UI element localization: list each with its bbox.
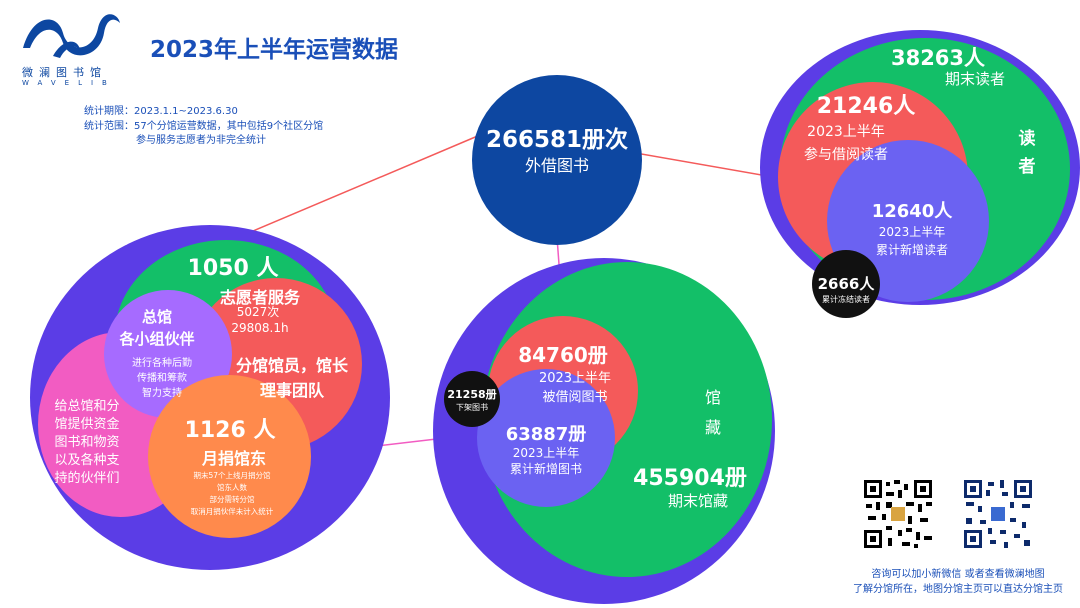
support-line-4: 以及各种支 bbox=[54, 453, 120, 468]
collection-side-label-1: 馆 bbox=[704, 388, 722, 407]
readers-frozen-value: 2666人 bbox=[817, 275, 875, 293]
collection-removed-label: 下架图书 bbox=[456, 403, 488, 412]
donor-note-2: 馆东人数 bbox=[217, 483, 247, 492]
readers-borrow-label-1: 2023上半年 bbox=[807, 124, 885, 140]
qr-code-icon bbox=[862, 478, 934, 550]
group-desc-1: 进行各种后勤 bbox=[132, 358, 192, 369]
donor-note-4: 取消月捐伙伴未计入统计 bbox=[190, 507, 274, 516]
support-line-5: 持的伙伴们 bbox=[54, 471, 120, 486]
readers-side-label-1: 读 bbox=[1018, 129, 1036, 149]
readers-new-label-2: 累计新增读者 bbox=[875, 243, 949, 257]
volunteer-value: 1050 人 bbox=[187, 256, 279, 281]
qr-code-icon bbox=[962, 478, 1034, 550]
connector-center-partners bbox=[219, 134, 481, 246]
center-loans-label: 外借图书 bbox=[524, 156, 590, 175]
support-line-1: 给总馆和分 bbox=[54, 399, 120, 414]
staff-label-1: 分馆馆员，馆长 bbox=[235, 356, 349, 375]
volunteer-count: 5027次 bbox=[236, 305, 280, 319]
volunteer-hours: 29808.1h bbox=[231, 321, 289, 335]
scope-text: 统计范围：57个分馆运营数据，其中包括9个社区分馆 bbox=[84, 121, 324, 132]
logo-text: 微澜图书馆 bbox=[22, 66, 107, 79]
collection-new-circle bbox=[477, 369, 615, 507]
readers-borrow-label-2: 参与借阅读者 bbox=[804, 147, 888, 163]
readers-new-value: 12640人 bbox=[871, 201, 953, 222]
readers-end-value: 38263人 bbox=[890, 46, 986, 70]
collection-borrowed-label-1: 2023上半年 bbox=[538, 371, 612, 386]
collection-end-label: 期末馆藏 bbox=[667, 492, 729, 510]
readers-frozen-circle bbox=[812, 250, 880, 318]
logo-subtext: WAVELIB bbox=[22, 79, 116, 87]
support-line-2: 馆提供资金 bbox=[54, 417, 120, 432]
readers-borrow-value: 21246人 bbox=[816, 94, 916, 119]
period-text: 统计期限：2023.1.1~2023.6.30 bbox=[84, 106, 238, 117]
collection-side-label-2: 藏 bbox=[704, 418, 722, 437]
footer-caption-2: 了解分馆所在，地图分馆主页可以直达分馆主页 bbox=[853, 584, 1063, 595]
partners-donor-circle bbox=[148, 375, 311, 538]
wave-logo-icon bbox=[23, 14, 120, 58]
readers-end-label: 期末读者 bbox=[944, 70, 1006, 88]
donor-value: 1126 人 bbox=[184, 418, 276, 443]
donor-note-1: 期末57个上线月捐分馆 bbox=[193, 471, 271, 480]
scope-note: 参与服务志愿者为非完全统计 bbox=[136, 135, 266, 146]
group-desc-3: 智力支持 bbox=[142, 388, 182, 399]
collection-borrowed-label-2: 被借阅图书 bbox=[542, 390, 608, 405]
center-loans-value: 266581册次 bbox=[485, 127, 629, 153]
collection-new-value: 63887册 bbox=[505, 424, 587, 445]
page-title: 2023年上半年运营数据 bbox=[150, 37, 399, 63]
readers-new-label-1: 2023上半年 bbox=[878, 225, 946, 239]
collection-new-label-1: 2023上半年 bbox=[512, 446, 580, 460]
wechat-qr-code bbox=[862, 478, 934, 550]
donor-note-3: 部分需转分馆 bbox=[209, 495, 255, 504]
readers-side-label-2: 者 bbox=[1018, 157, 1036, 177]
group-desc-2: 传播和筹款 bbox=[137, 373, 187, 384]
donor-title: 月捐馆东 bbox=[201, 449, 267, 468]
collection-removed-value: 21258册 bbox=[447, 388, 497, 401]
readers-frozen-label: 累计冻结读者 bbox=[822, 295, 870, 304]
collection-removed-circle bbox=[444, 371, 500, 427]
collection-new-label-2: 累计新增图书 bbox=[509, 462, 583, 476]
group-title-2: 各小组伙伴 bbox=[119, 330, 195, 348]
group-title-1: 总馆 bbox=[141, 308, 173, 326]
map-qr-code bbox=[962, 478, 1034, 550]
footer-caption-1: 咨询可以加小新微信 或者查看微澜地图 bbox=[871, 569, 1045, 580]
collection-end-value: 455904册 bbox=[633, 466, 747, 491]
staff-label-2: 理事团队 bbox=[259, 381, 325, 400]
center-loans-circle bbox=[472, 75, 642, 245]
support-line-3: 图书和物资 bbox=[54, 435, 120, 450]
volunteer-title: 志愿者服务 bbox=[219, 288, 301, 307]
collection-borrowed-value: 84760册 bbox=[518, 343, 608, 367]
